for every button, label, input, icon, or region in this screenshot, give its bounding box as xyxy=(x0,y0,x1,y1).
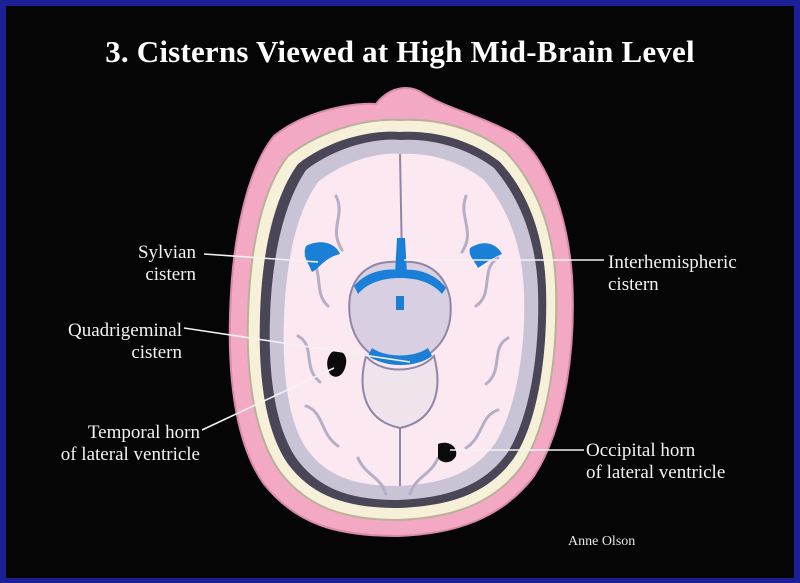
label-temporal-line2: of lateral ventricle xyxy=(60,444,200,465)
leader-lines xyxy=(183,253,604,451)
label-sylvian-line2: cistern xyxy=(145,264,196,285)
occipital-horn xyxy=(438,442,457,463)
midbrain-cistern-dot xyxy=(396,296,404,310)
leader-temporal xyxy=(201,367,335,431)
label-interhemispheric: Interhemispheric cistern xyxy=(608,252,788,296)
label-occipital: Occipital horn of lateral ventricle xyxy=(586,440,776,484)
interhemispheric-cistern xyxy=(395,238,407,274)
quadrigeminal-cistern xyxy=(368,348,432,365)
label-quadrigeminal-line2: cistern xyxy=(131,342,182,363)
leader-quadrigeminal xyxy=(183,327,411,363)
brain-diagram xyxy=(183,87,604,538)
ventricles xyxy=(327,350,457,463)
label-temporal: Temporal horn of lateral ventricle xyxy=(24,422,200,466)
author-credit: Anne Olson xyxy=(568,534,636,549)
label-occipital-line1: Occipital horn xyxy=(586,440,696,461)
label-quadrigeminal-line1: Quadrigeminal xyxy=(68,320,182,341)
label-sylvian-line1: Sylvian xyxy=(137,242,196,263)
sylvian-cistern-right xyxy=(469,243,502,268)
label-quadrigeminal: Quadrigeminal cistern xyxy=(26,320,182,364)
label-occipital-line2: of lateral ventricle xyxy=(586,462,726,483)
temporal-horn xyxy=(327,350,347,377)
gyri-lines xyxy=(296,194,510,496)
label-interhemispheric-line2: cistern xyxy=(608,274,659,295)
midbrain xyxy=(348,260,452,365)
slide-title: 3. Cisterns Viewed at High Mid-Brain Lev… xyxy=(105,34,695,69)
label-sylvian: Sylvian cistern xyxy=(94,242,196,286)
vermis xyxy=(361,353,439,430)
label-interhemispheric-line1: Interhemispheric xyxy=(608,252,737,273)
leader-sylvian xyxy=(203,253,319,263)
cisterns xyxy=(304,238,502,365)
ambient-cistern xyxy=(354,269,446,294)
sylvian-cistern-left xyxy=(304,242,340,272)
label-temporal-line1: Temporal horn xyxy=(87,422,200,443)
slide: 3. Cisterns Viewed at High Mid-Brain Lev… xyxy=(6,6,794,578)
